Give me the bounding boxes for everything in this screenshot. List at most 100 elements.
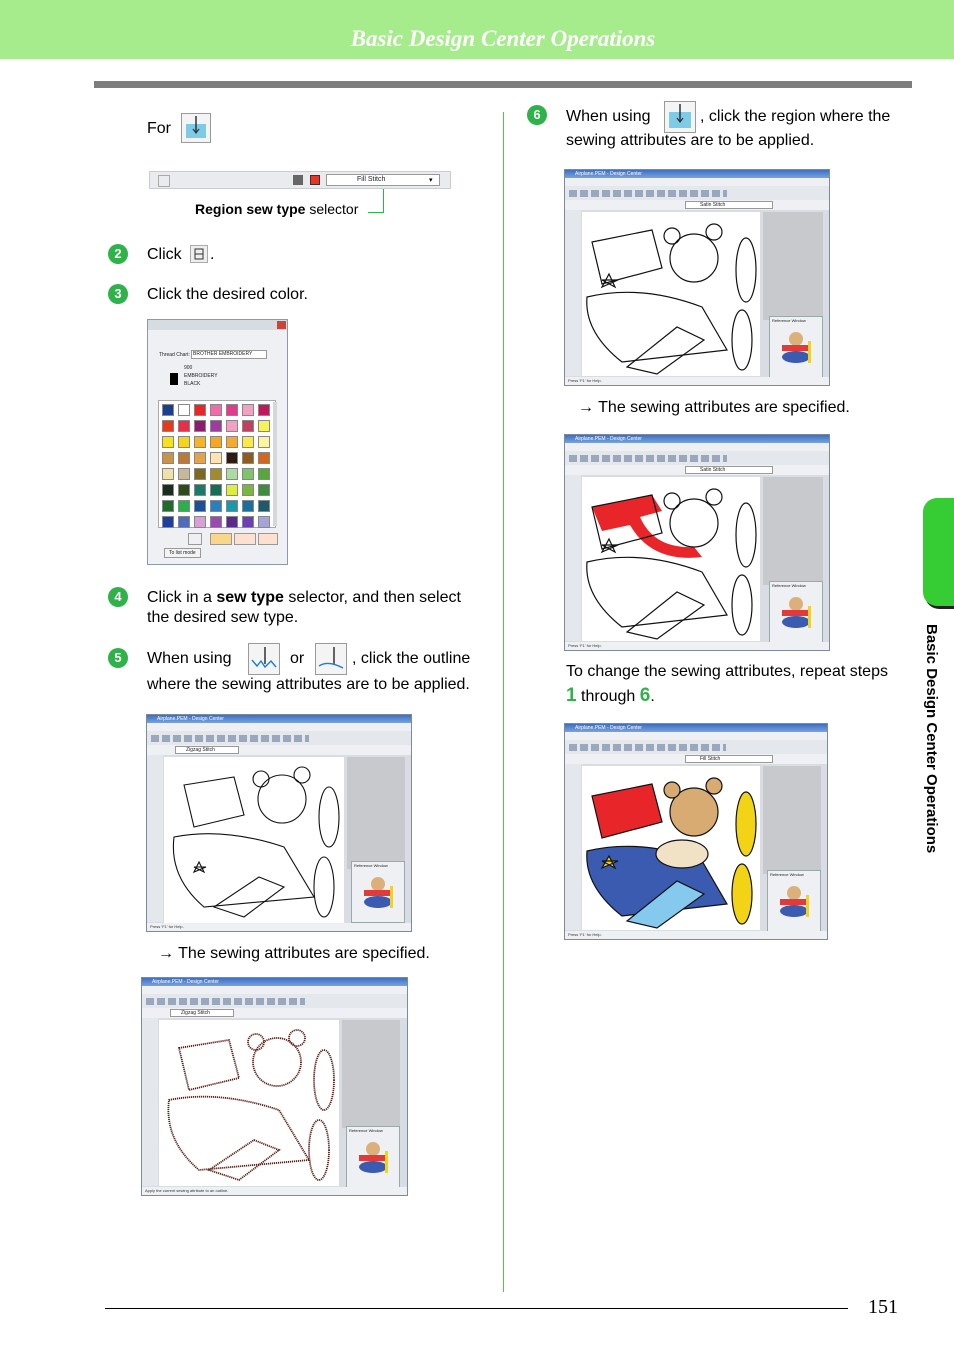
color-swatch[interactable] bbox=[194, 436, 206, 448]
step-2-period: . bbox=[210, 246, 215, 263]
caption-leader-line bbox=[368, 212, 384, 213]
color-swatch[interactable] bbox=[194, 468, 206, 480]
design-canvas bbox=[582, 212, 760, 376]
color-swatch[interactable] bbox=[242, 500, 254, 512]
color-swatch[interactable] bbox=[242, 404, 254, 416]
color-swatch[interactable] bbox=[194, 516, 206, 528]
bottom-rule bbox=[105, 1308, 848, 1309]
palette-tab-bar bbox=[148, 320, 287, 330]
step-4-badge: 4 bbox=[108, 587, 128, 607]
color-swatch[interactable] bbox=[226, 436, 238, 448]
region-sew-type-select[interactable]: Fill Stitch ▾ bbox=[326, 174, 440, 186]
color-swatch[interactable] bbox=[178, 452, 190, 464]
color-swatch[interactable] bbox=[258, 420, 270, 432]
color-swatch[interactable] bbox=[162, 484, 174, 496]
color-swatch[interactable] bbox=[258, 468, 270, 480]
color-swatch[interactable] bbox=[210, 452, 222, 464]
palette-heart-outline-icon[interactable] bbox=[258, 533, 278, 545]
color-swatch[interactable] bbox=[258, 484, 270, 496]
color-swatch[interactable] bbox=[162, 452, 174, 464]
color-swatch[interactable] bbox=[178, 484, 190, 496]
color-swatch[interactable] bbox=[258, 516, 270, 528]
color-swatch[interactable] bbox=[258, 500, 270, 512]
step-3-text: Click the desired color. bbox=[147, 286, 308, 303]
step-6-text-a: When using bbox=[566, 108, 651, 125]
design-center-screenshot-5: Airplane.PEM - Design Center Fill Stitch… bbox=[564, 723, 828, 940]
page-number: 151 bbox=[868, 1296, 898, 1318]
color-swatch[interactable] bbox=[226, 420, 238, 432]
color-swatch[interactable] bbox=[210, 468, 222, 480]
color-swatch-grid bbox=[158, 400, 276, 528]
color-swatch[interactable] bbox=[162, 404, 174, 416]
step-2-text: Click bbox=[147, 246, 182, 263]
region-color-swatch[interactable] bbox=[310, 175, 320, 185]
caption-leader-line-vertical bbox=[383, 189, 384, 213]
step-5-text-b: , click the outline bbox=[352, 650, 471, 667]
region-color-button-icon bbox=[190, 245, 208, 263]
color-swatch[interactable] bbox=[242, 420, 254, 432]
color-swatch[interactable] bbox=[178, 468, 190, 480]
result-text-2: → The sewing attributes are specified. bbox=[578, 399, 850, 416]
color-swatch[interactable] bbox=[194, 484, 206, 496]
palette-heart-icon[interactable] bbox=[234, 533, 256, 545]
repeat-steps-text: To change the sewing attributes, repeat … bbox=[566, 663, 888, 680]
color-swatch[interactable] bbox=[210, 516, 222, 528]
design-canvas bbox=[164, 757, 344, 925]
top-rule bbox=[94, 81, 912, 88]
color-swatch[interactable] bbox=[162, 500, 174, 512]
color-swatch[interactable] bbox=[162, 516, 174, 528]
reference-window: Reference Window bbox=[351, 861, 405, 923]
palette-pick-icon[interactable] bbox=[188, 533, 202, 545]
outline-zigzag-tool-icon bbox=[248, 643, 280, 675]
color-swatch[interactable] bbox=[226, 516, 238, 528]
color-swatch[interactable] bbox=[242, 468, 254, 480]
page-header-title: Basic Design Center Operations bbox=[350, 26, 656, 51]
region-pattern-icon bbox=[293, 175, 303, 185]
color-swatch[interactable] bbox=[178, 404, 190, 416]
color-swatch[interactable] bbox=[178, 500, 190, 512]
palette-scrollbar[interactable] bbox=[273, 402, 277, 526]
color-swatch[interactable] bbox=[178, 516, 190, 528]
color-swatch[interactable] bbox=[178, 436, 190, 448]
color-swatch[interactable] bbox=[194, 452, 206, 464]
outline-running-tool-icon bbox=[315, 643, 347, 675]
color-swatch[interactable] bbox=[194, 500, 206, 512]
color-swatch[interactable] bbox=[226, 452, 238, 464]
color-swatch[interactable] bbox=[242, 436, 254, 448]
step-6-text-line2: sewing attributes are to be applied. bbox=[566, 132, 815, 149]
close-icon[interactable] bbox=[277, 321, 286, 329]
step-3-badge: 3 bbox=[108, 284, 128, 304]
color-swatch[interactable] bbox=[162, 468, 174, 480]
reference-window: Reference Window bbox=[769, 316, 823, 378]
color-swatch[interactable] bbox=[258, 404, 270, 416]
color-swatch[interactable] bbox=[242, 452, 254, 464]
color-swatch[interactable] bbox=[210, 500, 222, 512]
color-swatch[interactable] bbox=[226, 484, 238, 496]
step-2-badge: 2 bbox=[108, 244, 128, 264]
color-swatch[interactable] bbox=[178, 420, 190, 432]
color-swatch[interactable] bbox=[226, 468, 238, 480]
color-swatch[interactable] bbox=[210, 404, 222, 416]
for-text: For bbox=[147, 120, 171, 137]
repeat-steps-text-line2: 1 through 6. bbox=[566, 685, 655, 706]
region-fill-tool-icon bbox=[664, 101, 696, 133]
color-swatch[interactable] bbox=[162, 420, 174, 432]
color-swatch[interactable] bbox=[210, 436, 222, 448]
list-mode-button[interactable]: To list mode bbox=[164, 548, 201, 558]
color-swatch[interactable] bbox=[242, 516, 254, 528]
color-swatch[interactable] bbox=[226, 500, 238, 512]
palette-pick-color-icon[interactable] bbox=[210, 533, 232, 545]
color-palette-dialog: Thread Chart: BROTHER EMBROIDERY 900 EMB… bbox=[147, 319, 288, 565]
color-swatch[interactable] bbox=[242, 484, 254, 496]
color-swatch[interactable] bbox=[194, 404, 206, 416]
color-swatch[interactable] bbox=[210, 420, 222, 432]
color-swatch[interactable] bbox=[258, 452, 270, 464]
color-swatch[interactable] bbox=[162, 436, 174, 448]
color-swatch[interactable] bbox=[226, 404, 238, 416]
color-swatch[interactable] bbox=[194, 420, 206, 432]
thread-chart-select[interactable]: BROTHER EMBROIDERY bbox=[191, 350, 267, 359]
reference-window: Reference Window bbox=[346, 1126, 400, 1188]
color-swatch[interactable] bbox=[210, 484, 222, 496]
color-swatch[interactable] bbox=[258, 436, 270, 448]
design-center-screenshot-2: Airplane.PEM - Design Center Zigzag Stit… bbox=[141, 977, 408, 1196]
